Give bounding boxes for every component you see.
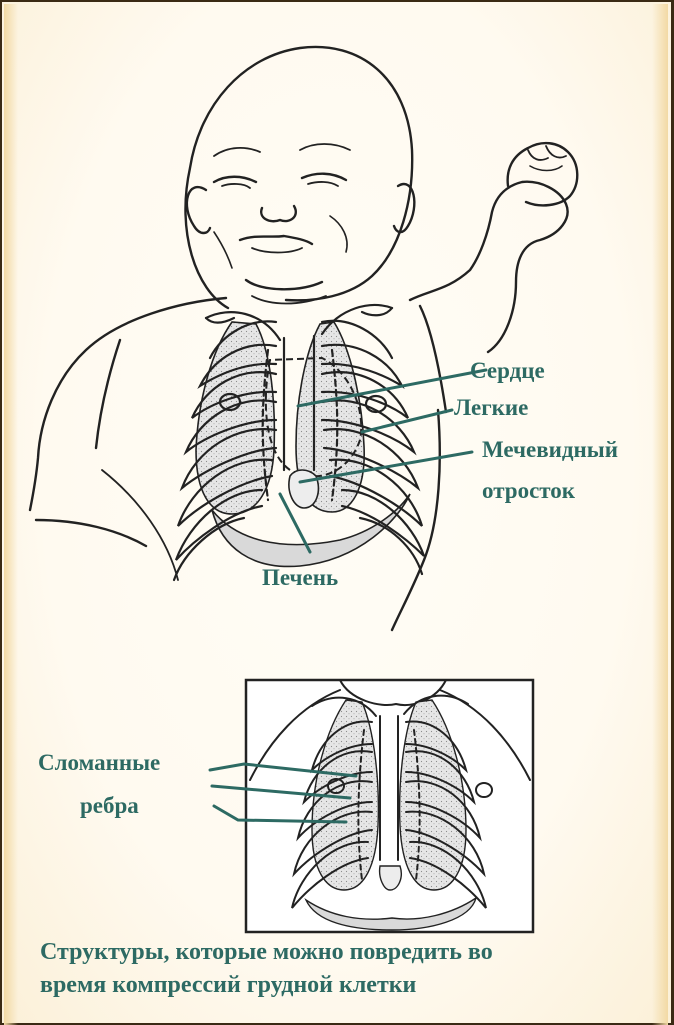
xiphoid-label-line2: отросток bbox=[482, 478, 575, 504]
broken-ribs-label-line1: Сломанные bbox=[38, 750, 160, 776]
inset-box bbox=[246, 680, 533, 932]
heart-label: Сердце bbox=[470, 358, 545, 384]
caption-line-1: Структуры, которые можно повредить во bbox=[40, 936, 660, 969]
lungs-label: Легкие bbox=[454, 395, 528, 421]
left-ear bbox=[187, 187, 210, 233]
figure-caption: Структуры, которые можно повредить во вр… bbox=[40, 936, 660, 1002]
broken-ribs-label-line2: ребра bbox=[80, 793, 139, 819]
xiphoid-process bbox=[289, 470, 318, 508]
right-ear bbox=[394, 184, 414, 232]
liver-label: Печень bbox=[262, 565, 338, 591]
caption-line-2: время компрессий грудной клетки bbox=[40, 969, 660, 1002]
fist bbox=[508, 143, 578, 205]
raised-arm bbox=[410, 182, 568, 352]
infant-head bbox=[185, 47, 412, 308]
xiphoid-label-line1: Мечевидный bbox=[482, 437, 618, 463]
